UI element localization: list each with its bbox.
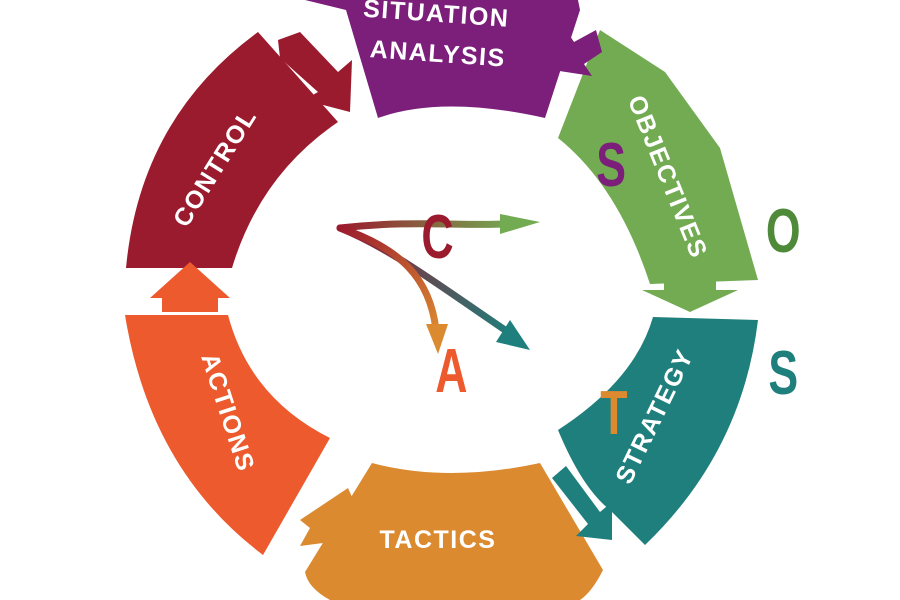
segment-actions (125, 315, 330, 555)
segment-situation-analysis (305, 0, 580, 118)
connector-arrow-objectives-to-strategy (642, 272, 738, 312)
letter-s-top: S (596, 131, 626, 200)
flow-arrowhead-c-to-s (496, 320, 530, 350)
flow-arrows (336, 214, 540, 354)
connector-arrow-strategy-to-tactics (552, 466, 612, 540)
segment-control (126, 32, 338, 268)
letter-s-right: S (768, 339, 798, 408)
segment-tactics (305, 463, 603, 600)
connector-arrow-tactics-to-actions (300, 488, 356, 546)
connector-arrow-control-to-situation (278, 32, 352, 112)
connector-arrow-actions-to-control (150, 262, 230, 312)
letter-c: C (421, 203, 453, 272)
segment-objectives (558, 30, 758, 284)
flow-arrow-c-to-t (336, 224, 440, 334)
connector-arrow-situation-to-objectives (553, 30, 602, 76)
segment-strategy (558, 317, 758, 545)
flow-arrowhead-c-to-t (426, 324, 448, 354)
flow-arrow-c-to-o (336, 220, 509, 232)
letter-o: O (766, 197, 801, 266)
flow-arrowhead-c-to-o (500, 214, 540, 234)
label-tactics: TACTICS (380, 526, 497, 554)
letter-a: A (435, 337, 467, 406)
letter-t: T (600, 379, 627, 448)
